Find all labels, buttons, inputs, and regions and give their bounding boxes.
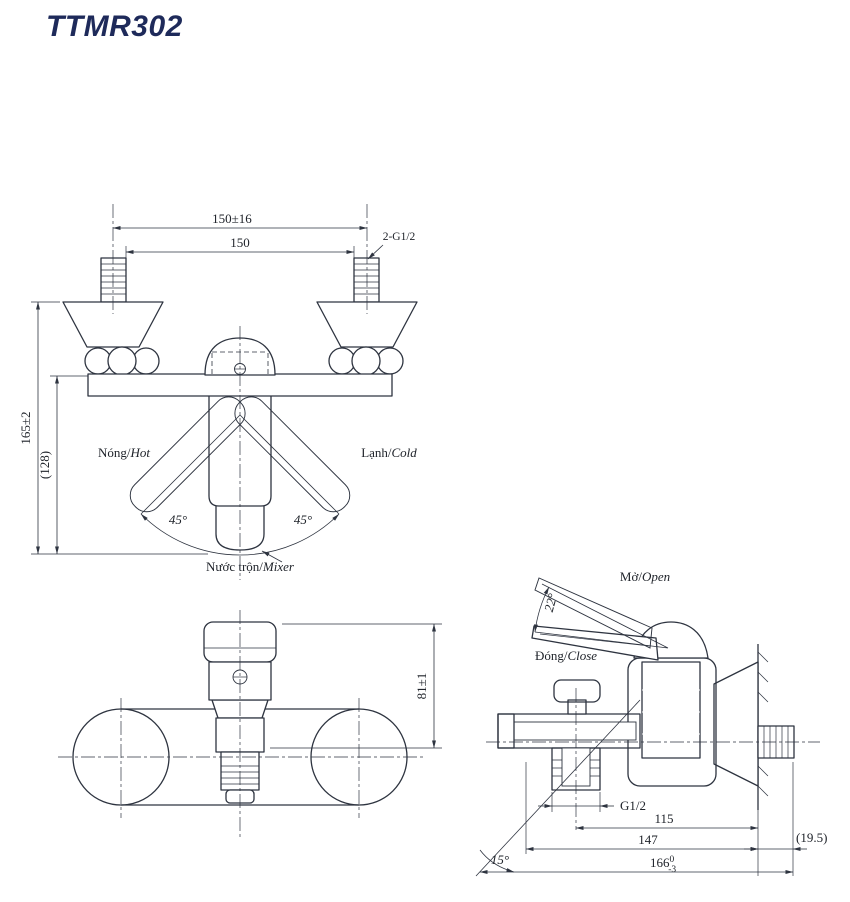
- open-angle-label: 22°: [541, 592, 560, 613]
- rotation-range-indicator: [140, 414, 340, 556]
- left-eccentric-escutcheon: [62, 301, 164, 376]
- dim-wall-pipe: (19.5): [744, 762, 827, 876]
- cartridge-section: [641, 661, 701, 759]
- thread-callout: 2-G1/2: [367, 231, 416, 260]
- svg-text:150±16: 150±16: [212, 211, 252, 226]
- open-label: Mở/Open: [620, 569, 670, 584]
- angle-right-label: 45°: [294, 512, 312, 527]
- dim-height-overall: 165±2: [18, 301, 208, 555]
- hot-label: Nóng/Hot: [98, 445, 150, 460]
- product-code-title: TTMR302: [46, 10, 183, 43]
- svg-text:165±2: 165±2: [18, 411, 33, 444]
- mixer-label: Nước trộn/Mixer: [206, 559, 295, 574]
- svg-text:150: 150: [230, 235, 250, 250]
- dim-height-ref: (128): [37, 375, 88, 555]
- handle-lever-right-position: [234, 396, 351, 513]
- svg-text:81±1: 81±1: [414, 673, 429, 700]
- left-inlet-pipe: [100, 257, 127, 303]
- dim-face-to-wall: 147: [525, 762, 759, 854]
- right-eccentric-escutcheon: [316, 301, 418, 376]
- svg-text:G1/2: G1/2: [620, 798, 646, 813]
- dim-spread-outer: 150±16: [112, 211, 368, 230]
- right-inlet-pipe: [353, 257, 380, 303]
- svg-text:2-G1/2: 2-G1/2: [383, 231, 416, 243]
- svg-text:(19.5): (19.5): [796, 830, 827, 845]
- diverter-knob: [553, 679, 601, 715]
- svg-text:115: 115: [654, 811, 673, 826]
- angle-left-label: 45°: [169, 512, 187, 527]
- spout-arm-section: [497, 713, 641, 749]
- dim-overall: 1660-3: [479, 855, 794, 875]
- lever-angle-indicator: 22°: [533, 583, 669, 649]
- dim-spread-inner: 150: [125, 235, 355, 258]
- mixer-leader: [261, 550, 283, 563]
- close-label: Đóng/Close: [535, 648, 597, 663]
- front-view: 45° 45° Nóng/Hot Lạnh/Cold Nước trộn/Mix…: [18, 204, 418, 580]
- spout-angle-label: 15°: [491, 852, 509, 867]
- dim-center-to-wall: 115: [575, 810, 759, 876]
- installed-front-view: 81±1: [58, 610, 442, 838]
- svg-text:147: 147: [638, 832, 658, 847]
- dim-outlet-thread: G1/2: [538, 792, 646, 813]
- dim-handle-height: 81±1: [270, 623, 442, 749]
- svg-text:1660-3: 1660-3: [650, 855, 676, 875]
- cold-label: Lạnh/Cold: [361, 445, 417, 460]
- valve-body-section: [627, 657, 717, 787]
- section-view: 22° Mở/Open Đóng/Close 15° G1/2: [475, 569, 827, 877]
- wall-escutcheon: [713, 661, 759, 787]
- svg-text:(128): (128): [37, 451, 52, 479]
